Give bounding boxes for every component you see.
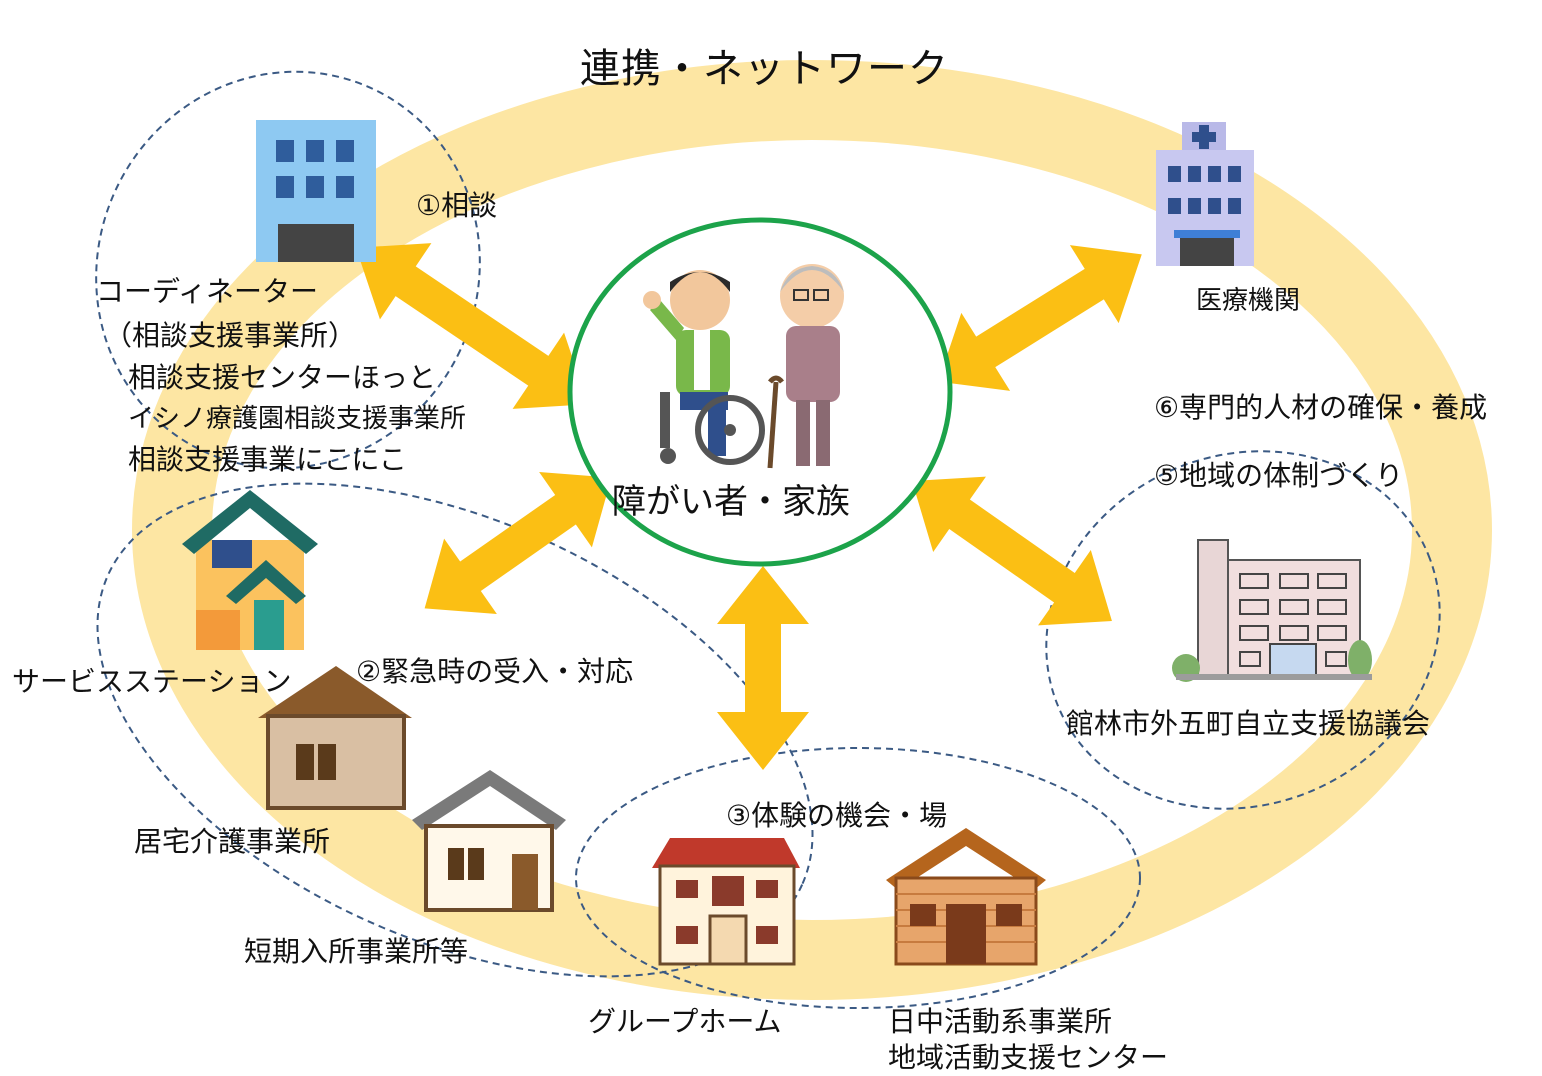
arrow-experience [717,566,809,770]
group-home-label: グループホーム [588,1005,782,1038]
theme-human-resources: ⑥専門的人材の確保・養成 [1154,391,1488,424]
network-ring [132,60,1492,1000]
center-label: 障がい者・家族 [612,482,850,522]
arrow-medical [938,245,1142,391]
theme-consultation: ①相談 [416,189,498,222]
coordinator-item: イシノ療護園相談支援事業所 [128,404,467,434]
service-station-label: サービスステーション [12,665,292,698]
short-stay-house-icon [412,770,566,912]
day-activity-label: 日中活動系事業所 [888,1005,1113,1038]
group-home-icon [652,838,800,966]
short-stay-label: 短期入所事業所等 [244,935,469,968]
coordinator-item: 相談支援事業にこにこ [128,443,407,476]
theme-community: ⑤地域の体制づくり [1154,459,1404,492]
group-consultation-outline [95,70,481,470]
city-hall-icon [1172,539,1372,682]
elderly-person-icon [767,264,844,469]
council-label: 館林市外五町自立支援協議会 [1066,707,1431,740]
medical-label: 医療機関 [1196,286,1301,316]
service-station-house-icon [182,490,318,650]
arrow-council [912,476,1112,626]
group-council-outline [1045,450,1441,810]
coordinator-title: コーディネーター [96,275,319,308]
arrow-emergency [424,472,612,614]
arrow-coordinator [355,243,589,409]
theme-experience: ③体験の機会・場 [726,799,948,832]
hospital-icon [1156,122,1254,266]
day-activity-building-icon [886,828,1046,966]
group-experience-outline [575,747,1141,1009]
wheelchair-person-icon [643,270,765,465]
office-building-icon [256,120,376,262]
coordinator-subtitle: （相談支援事業所） [104,319,357,352]
home-care-house-icon [258,666,412,810]
diagram-title: 連携・ネットワーク [580,46,949,92]
community-activity-center-label: 地域活動支援センター [888,1041,1169,1074]
coordinator-item: 相談支援センターほっと [128,361,437,394]
arrows [355,243,1142,770]
home-care-label: 居宅介護事業所 [134,825,331,858]
theme-emergency: ②緊急時の受入・対応 [356,655,634,688]
